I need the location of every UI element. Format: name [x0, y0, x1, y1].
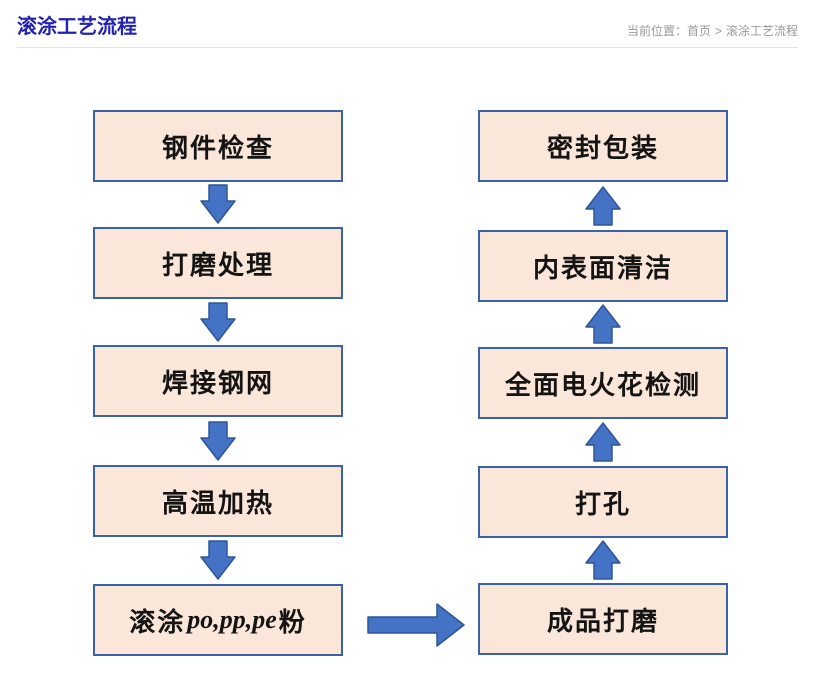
flow-step-label: 密封包装: [546, 133, 659, 163]
breadcrumb-separator: >: [714, 24, 722, 38]
arrow-up-icon: [585, 304, 621, 344]
flow-step-drilling: 打孔: [478, 466, 728, 538]
breadcrumb: 当前位置：首页>滚涂工艺流程: [627, 22, 798, 39]
flow-step-finished-product-grinding: 成品打磨: [478, 583, 728, 655]
arrow-down-icon: [200, 302, 236, 342]
flow-step-label: 成品打磨: [546, 606, 659, 636]
flow-step-label: 焊接钢网: [161, 368, 274, 398]
flow-step-label: 打孔: [574, 489, 631, 519]
arrow-down-icon: [200, 540, 236, 580]
flow-step-full-spark-testing: 全面电火花检测: [478, 347, 728, 419]
flow-step-roll-coating-powder: 滚涂 po,pp,pe 粉: [93, 584, 343, 656]
arrow-up-icon: [585, 422, 621, 462]
arrow-down-icon: [200, 184, 236, 224]
flow-step-sealed-packaging: 密封包装: [478, 110, 728, 182]
flow-step-label-latin: po,pp,pe: [187, 605, 277, 634]
flow-step-inner-surface-cleaning: 内表面清洁: [478, 230, 728, 302]
flow-step-label: 滚涂: [129, 607, 186, 637]
arrow-down-icon: [200, 421, 236, 461]
flow-step-weld-steel-mesh: 焊接钢网: [93, 345, 343, 417]
arrow-up-icon: [585, 540, 621, 580]
flow-step-label: 钢件检查: [161, 133, 274, 163]
flow-step-high-temp-heating: 高温加热: [93, 465, 343, 537]
arrow-right-icon: [367, 603, 465, 647]
flow-step-label: 粉: [278, 607, 307, 637]
flow-step-label: 打磨处理: [161, 250, 274, 280]
breadcrumb-home-link[interactable]: 首页: [686, 24, 711, 38]
flow-step-label: 高温加热: [161, 488, 274, 518]
breadcrumb-current: 滚涂工艺流程: [725, 24, 798, 38]
breadcrumb-label: 当前位置：: [626, 24, 687, 38]
page-title: 滚涂工艺流程: [17, 16, 137, 38]
header-divider: [17, 47, 798, 48]
arrow-up-icon: [585, 186, 621, 226]
flow-step-label: 内表面清洁: [532, 253, 673, 283]
flow-step-grinding-treatment: 打磨处理: [93, 227, 343, 299]
flow-step-label: 全面电火花检测: [504, 370, 701, 400]
flow-step-steel-inspection: 钢件检查: [93, 110, 343, 182]
